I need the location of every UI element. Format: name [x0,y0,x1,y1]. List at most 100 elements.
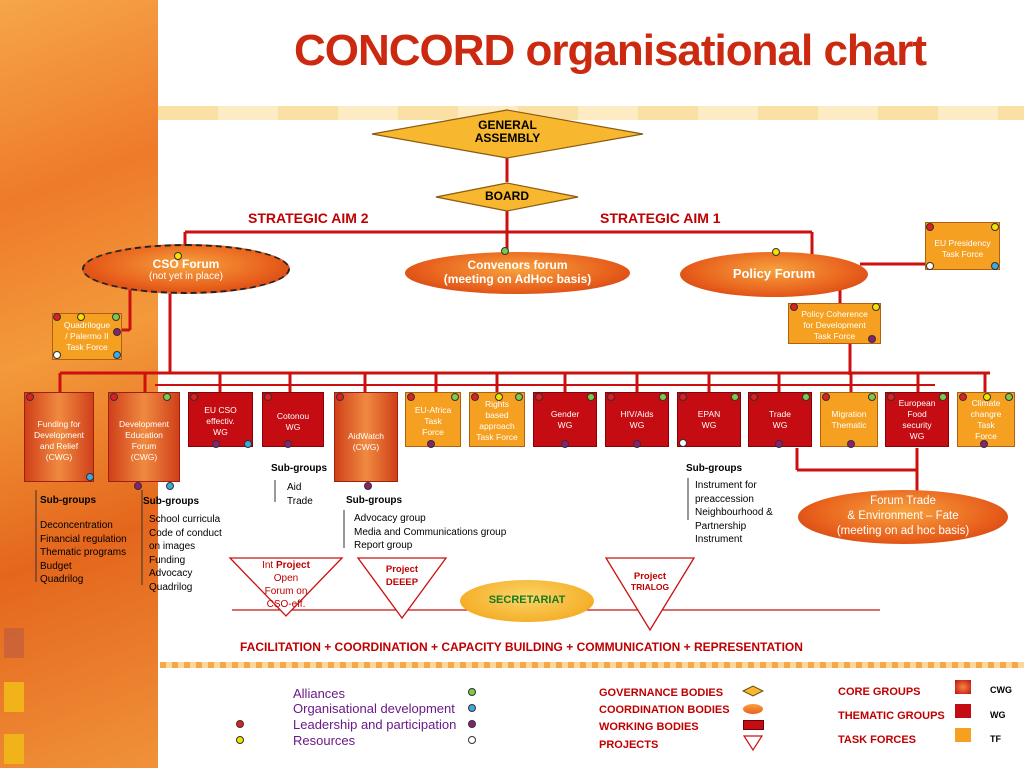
list-item: Budget [40,560,72,572]
triangle-icon [742,735,764,751]
green-dot [731,393,739,401]
cotonou-wg: Cotonou WG [262,392,324,447]
general-assembly-diamond [371,109,644,159]
red-dot [535,393,543,401]
funding-subgroups-list: Deconcentration Financial regulation The… [40,519,127,587]
functions-banner: FACILITATION + COORDINATION + CAPACITY B… [240,640,803,654]
white-dot [53,351,61,359]
aidwatch-subgroups-heading: Sub-groups [346,495,403,506]
policy-forum: Policy Forum [680,252,868,297]
project-trialog-name: TRIALOG [630,582,670,592]
decorative-square [4,628,24,658]
white-dot [926,262,934,270]
green-dot [659,393,667,401]
list-item: Quadrilog [149,581,193,593]
migration-thematic: Migration Thematic [820,392,878,447]
yellow-dot [236,736,244,744]
oval-icon [743,704,763,714]
purple-dot [468,720,476,728]
secretariat: SECRETARIAT [460,580,594,622]
list-item: Thematic programs [40,547,127,558]
red-dot [336,393,344,401]
hiv-aids-wg: HIV/Aids WG [605,392,669,447]
blue-dot [113,351,121,359]
funding-subgroups-heading: Sub-groups [40,495,97,506]
project-open-forum-label: Int Project Open Forum on CSO-eff. [238,559,334,611]
green-dot [501,247,509,255]
red-dot [822,393,830,401]
legend-coordination-bodies: COORDINATION BODIES [599,704,730,716]
yellow-dot [495,393,503,401]
top-band [158,106,1024,120]
project-deeep-label: Project DEEEP [366,563,438,589]
cso-forum-title: CSO Forum [152,257,220,271]
red-dot [26,393,34,401]
blue-dot [166,482,174,490]
purple-dot [868,335,876,343]
list-item: Deconcentration [40,520,113,531]
blue-dot [991,262,999,270]
list-item: Code of conduct on images [149,527,222,553]
green-dot [451,393,459,401]
red-dot [926,223,934,231]
legend-organisational-development: Organisational development [293,701,455,716]
aidwatch-subgroups-list: Advocacy group Media and Communications … [354,512,506,553]
green-dot [939,393,947,401]
left-decorative-strip [0,0,158,768]
policy-coherence-task-force: Policy Coherence for Development Task Fo… [788,303,881,344]
strategic-aim-1: STRATEGIC AIM 1 [600,210,721,226]
legend-cwg: CWG [990,685,1012,695]
cotonou-subgroups-heading: Sub-groups [271,463,328,474]
blue-dot [86,473,94,481]
green-dot [163,393,171,401]
green-dot [868,393,876,401]
rectangle-icon [743,720,764,730]
green-dot [468,688,476,696]
list-item: Advocacy group [354,513,426,524]
policy-forum-title: Policy Forum [732,266,816,281]
red-dot [236,720,244,728]
european-food-security-wg: European Food security WG [885,392,949,447]
purple-dot [980,440,988,448]
eu-africa-task-force: EU-Africa Task Force [405,392,461,447]
epan-subgroups-heading: Sub-groups [686,463,743,474]
project-word: Project [385,564,419,575]
eu-presidency-task-force: EU Presidency Task Force [925,222,1000,270]
cso-forum: CSO Forum (not yet in place) [82,244,290,294]
purple-dot [633,440,641,448]
red-dot [790,303,798,311]
yellow-dot [772,248,780,256]
purple-dot [113,328,121,336]
legend-wg: WG [990,710,1006,720]
green-dot [1005,393,1013,401]
red-dot [110,393,118,401]
task-force-swatch [955,728,971,742]
legend-leadership-participation: Leadership and participation [293,717,457,732]
legend-projects: PROJECTS [599,739,659,751]
list-item: School curricula [149,514,221,525]
list-item: Quadrilog [40,574,84,585]
funding-development-relief-cwg: Funding for Development and Relief (CWG) [24,392,94,482]
decorative-square [4,734,24,764]
project-trialog-label: Project TRIALOG [614,571,686,593]
diamond-icon [742,685,764,697]
forum-trade-environment: Forum Trade & Environment – Fate (meetin… [798,490,1008,544]
cotonou-subgroups-list: Aid Trade [287,481,313,508]
aidwatch-cwg: AidWatch (CWG) [334,392,398,482]
purple-dot [212,440,220,448]
board-diamond [435,182,579,212]
legend-working-bodies: WORKING BODIES [599,721,699,733]
project-deeep-name: DEEEP [385,577,419,588]
list-item: Media and Communications group [354,526,507,538]
general-assembly-label: GENERAL ASSEMBLY [474,118,541,145]
climate-change-task-force: Climate changre Task Force [957,392,1015,447]
red-dot [959,393,967,401]
red-dot [679,393,687,401]
purple-dot [775,440,783,448]
board-label: BOARD [485,189,529,203]
list-item: Trade [287,495,313,507]
page-title: CONCORD organisational chart [293,26,927,75]
yellow-dot [174,252,182,260]
white-dot [679,439,687,447]
